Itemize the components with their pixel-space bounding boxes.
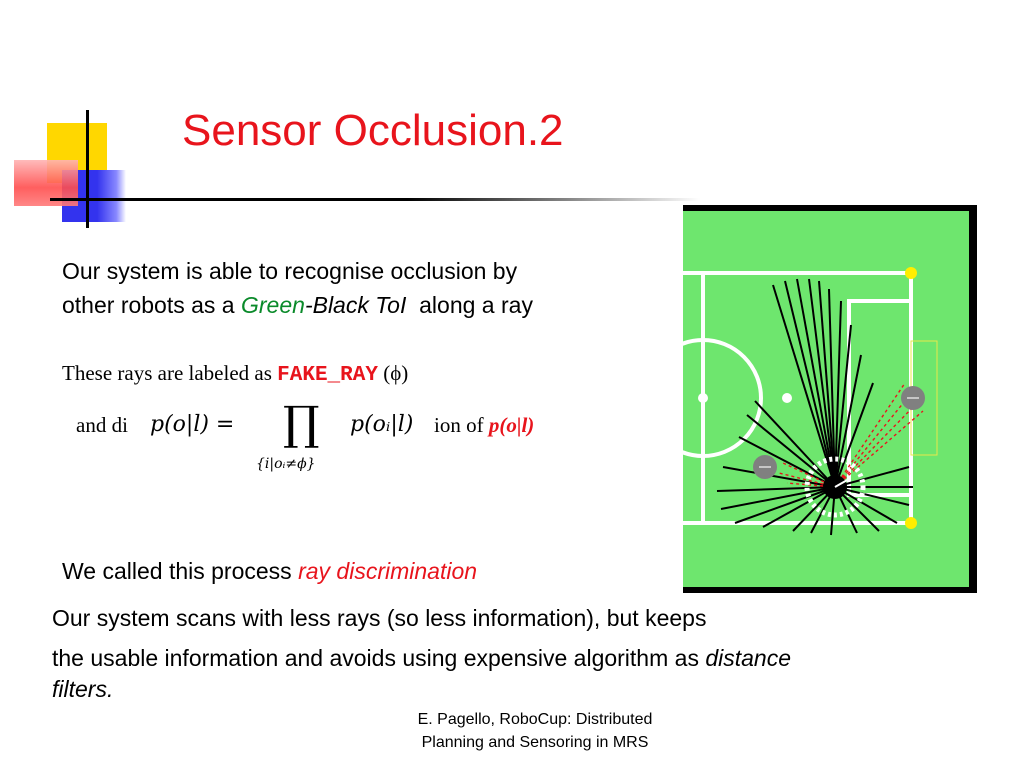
para3-tail: ion of p(o|l) [434,413,534,438]
scan-ray [720,486,836,510]
para2: These rays are labeled as FAKE_RAY (ϕ) [62,361,408,387]
black-toi: -Black ToI [304,292,407,318]
scan-ray [784,280,836,488]
center-spot [698,393,708,403]
para2-pre: These rays are labeled as [62,361,278,385]
para5-line1: Our system scans with less rays (so less… [52,605,707,631]
scan-ray [834,382,874,488]
fake-ray-keyword: FAKE_RAY [277,364,378,387]
corner-decoration-line [86,110,89,228]
para5-line3: filters. [52,676,114,702]
scan-ray [818,280,836,488]
footer-line1: E. Pagello, RoboCup: Distributed [417,711,653,728]
fake-ray [834,382,906,488]
para1-line2: other robots as a Green-Black ToI along … [62,292,533,319]
scan-ray [738,436,836,488]
title-underline [50,198,700,201]
para2-post: (ϕ) [377,361,409,385]
corner-flag-top [905,267,917,279]
para4-pre: We called this process [62,558,299,584]
fake-ray [834,400,920,488]
para5-line2-pre: the usable information and avoids using … [52,645,706,671]
probability-formula: p(o|l) = ∏ {i|oᵢ≠ϕ} p(oᵢ|l) [148,396,428,490]
penalty-spot [782,393,792,403]
fake-ray [778,472,836,488]
scan-ray [834,300,842,488]
scan-ray [796,278,836,488]
formula-lhs: p(o|l) = [150,412,235,437]
para3-post: ion of [434,413,489,437]
para1-line2-post: along a ray [406,292,533,318]
para1-line2-pre: other robots as a [62,292,241,318]
robot-heading [834,478,850,488]
formula-rhs: p(oᵢ|l) [350,412,414,437]
fake-ray [834,390,914,488]
scan-ray [716,486,836,492]
scan-ray [772,284,836,488]
corner-flag-bottom [905,517,917,529]
scan-ray [722,466,836,488]
scan-ray [746,414,836,488]
slide-footer: E. Pagello, RoboCup: Distributed Plannin… [370,708,700,754]
field-grass [683,211,969,587]
scan-ray [828,288,836,488]
scan-ray [834,486,910,506]
scan-ray [762,486,836,528]
green-word: Green [241,292,305,318]
robot-halo [804,456,866,518]
slide-title: Sensor Occlusion.2 [182,106,564,155]
scan-ray [834,466,910,488]
formula-product-symbol: ∏ [283,396,320,450]
scan-ray [834,354,862,488]
ray-discrimination: ray discrimination [298,558,478,584]
scan-ray [808,278,836,488]
para4: We called this process ray discriminatio… [62,558,477,585]
para1-line1: Our system is able to recognise occlusio… [62,258,518,284]
scan-ray [734,486,836,524]
para3-expr: p(o|l) [488,413,535,437]
scan-ray [754,400,836,488]
footer-line2: Planning and Sensoring in MRS [421,734,649,751]
robocup-field-diagram [683,205,977,593]
fake-ray [834,410,924,488]
formula-subscript: {i|oᵢ≠ϕ} [256,456,316,472]
para5-line2: the usable information and avoids using … [52,645,791,672]
distance-word: distance [705,645,792,671]
para3-pre: and di [76,413,128,437]
